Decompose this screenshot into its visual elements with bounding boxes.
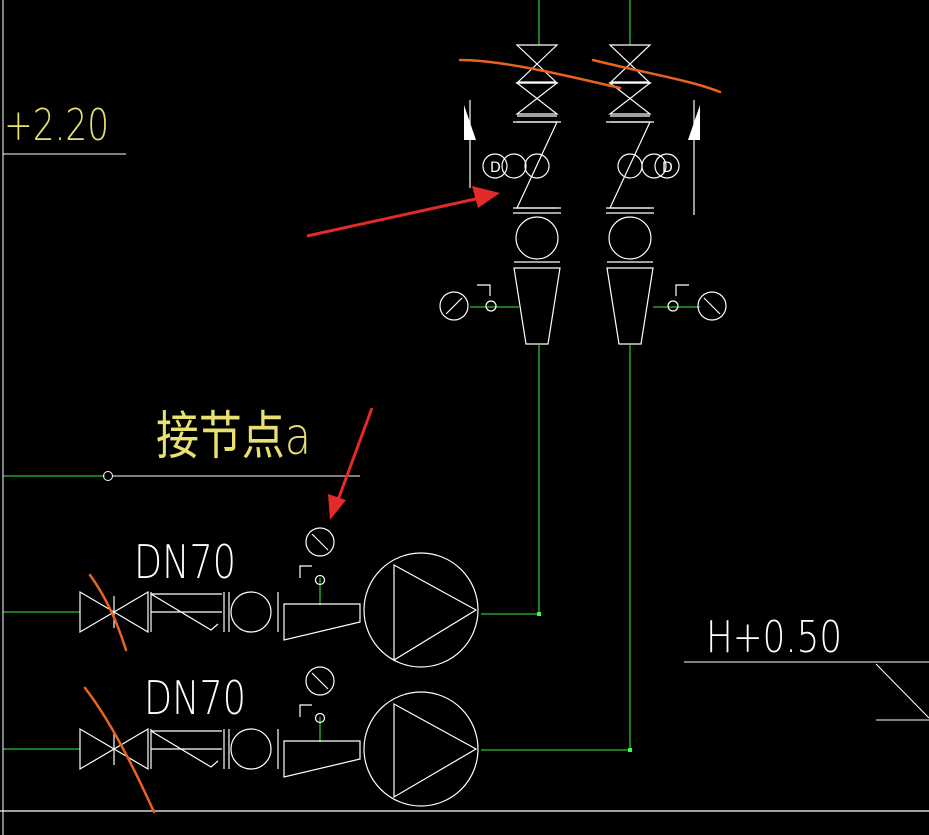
limit-indicator-left bbox=[464, 100, 476, 188]
gate-valve-icon bbox=[79, 590, 149, 634]
reducer-icon bbox=[513, 267, 561, 345]
flexible-joint-icon bbox=[515, 216, 559, 260]
elevation-right-marker bbox=[875, 663, 929, 721]
valve-tag-right: D bbox=[654, 153, 680, 179]
pipe-junction-upper bbox=[537, 612, 541, 616]
limit-indicator-right bbox=[688, 100, 700, 215]
valve-tag-left-text: D bbox=[490, 160, 501, 176]
pressure-gauge-icon bbox=[305, 666, 335, 696]
node-point bbox=[103, 471, 113, 481]
annotation-arrow-lower bbox=[328, 407, 374, 520]
elevation-right-label: H+0.50 bbox=[706, 612, 842, 663]
reducer-icon bbox=[606, 267, 654, 345]
markup-strike-lower-valve bbox=[83, 686, 156, 814]
valve-body-icon bbox=[524, 153, 550, 179]
flexible-joint-icon bbox=[230, 728, 272, 770]
markup-strike-top-right bbox=[591, 58, 722, 94]
valve-handwheel-icon bbox=[501, 153, 527, 179]
reducer-icon bbox=[283, 603, 361, 641]
pump-icon bbox=[363, 552, 479, 668]
valve-tag-left: D bbox=[482, 153, 508, 179]
pipe-junction-lower bbox=[628, 748, 632, 752]
pressure-gauge-icon bbox=[697, 291, 727, 321]
flexible-joint-icon bbox=[230, 591, 272, 633]
markup-strike-upper-valve bbox=[88, 573, 128, 652]
node-label: 接节点a bbox=[156, 407, 311, 467]
markup-strokes bbox=[83, 58, 722, 814]
reducer-icon bbox=[283, 740, 361, 778]
pressure-gauge-icon bbox=[305, 527, 335, 557]
pressure-gauge-left bbox=[439, 284, 497, 321]
elevation-top-label: +2.20 bbox=[4, 100, 109, 151]
pressure-gauge-right bbox=[667, 284, 727, 321]
valve-tag-right-text: D bbox=[662, 160, 673, 176]
check-valve-icon bbox=[150, 730, 222, 768]
pressure-gauge-icon bbox=[439, 291, 469, 321]
gate-valve-icon bbox=[608, 82, 652, 115]
valve-handwheel-icon bbox=[641, 153, 667, 179]
pump-train-lower bbox=[79, 666, 479, 807]
flexible-joint-icon bbox=[608, 216, 652, 260]
annotation-arrow-upper bbox=[306, 186, 500, 238]
markup-strike-top-left bbox=[458, 58, 622, 90]
check-valve-icon bbox=[150, 593, 222, 631]
pipe-size-label-upper: DN70 bbox=[134, 535, 236, 589]
gate-valve-icon bbox=[79, 727, 149, 771]
gate-valve-icon bbox=[515, 82, 559, 115]
pump-icon bbox=[363, 691, 479, 807]
pipe-size-label-lower: DN70 bbox=[144, 671, 246, 725]
pump-train-upper bbox=[79, 527, 479, 668]
